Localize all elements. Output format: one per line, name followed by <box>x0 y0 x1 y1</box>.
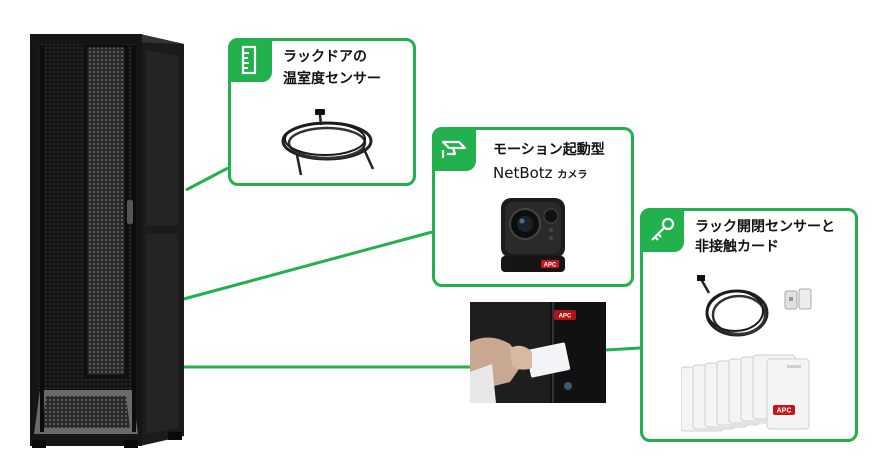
callout-tab <box>640 208 684 252</box>
product-name: NetBotz <box>493 164 553 182</box>
netbotz-camera-image: APC <box>501 198 565 272</box>
connector-line-temperature <box>185 166 229 192</box>
key-icon <box>651 217 675 241</box>
callout-temperature-sensor: ラックドアの 温室度センサー <box>228 38 416 186</box>
card-brand-logo: APC <box>777 408 792 415</box>
camera-brand-logo: APC <box>544 263 557 269</box>
callout-tab <box>432 127 476 171</box>
callout-subtitle: NetBotz カメラ <box>493 164 587 182</box>
contactless-cards-image: APC <box>681 354 810 432</box>
callout-title-line1: モーション起動型 <box>493 142 605 158</box>
callout-title-line2: 非接触カード <box>695 239 779 255</box>
security-camera-icon <box>441 140 467 158</box>
callout-door-sensor: ラック開閉センサーと 非接触カード APC <box>640 208 858 442</box>
connector-line-camera <box>179 230 433 302</box>
thermometer-ruler-icon <box>241 45 257 75</box>
server-rack-image <box>30 34 184 448</box>
callout-title-line1: ラックドアの <box>283 49 367 65</box>
callout-title-line1: ラック開閉センサーと <box>695 219 835 235</box>
callout-camera: モーション起動型 NetBotz カメラ APC <box>432 127 634 287</box>
door-sensor-cable-image <box>697 275 812 337</box>
connector-line-door-sensor-right <box>605 346 641 352</box>
door-brand-logo: APC <box>559 314 572 320</box>
temperature-sensor-cable-image <box>281 109 375 176</box>
product-type: カメラ <box>557 170 588 181</box>
card-reader-photo: APC <box>470 302 606 403</box>
callout-tab <box>228 38 272 82</box>
callout-title-line2: 温室度センサー <box>283 71 381 87</box>
